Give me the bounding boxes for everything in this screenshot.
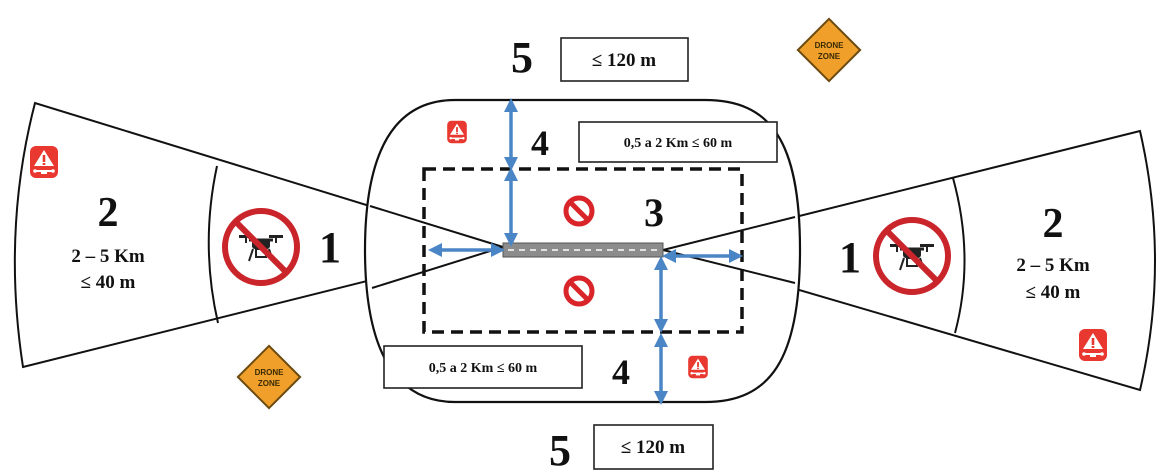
drone-zone-sign-text-2: ZONE (818, 52, 841, 61)
drone-zone-sign-icon-top: DRONE ZONE (796, 17, 862, 83)
no-drone-icon-left (225, 211, 297, 283)
drone-warning-icon-right (1078, 328, 1108, 362)
zone-5-bottom-number: 5 (549, 426, 571, 474)
zone-2-right-number: 2 (1043, 201, 1064, 247)
top-band-limit-text: 0,5 a 2 Km ≤ 60 m (624, 136, 733, 151)
distance-arrows (428, 98, 743, 405)
zone-2-left-number: 2 (98, 190, 119, 236)
drone-warning-icon-top (446, 120, 468, 144)
drone-zone-sign-text-4: ZONE (258, 379, 281, 388)
prohibited-icon-bottom (566, 278, 592, 304)
drone-zone-sign-text-1: DRONE (815, 41, 845, 50)
zone-2-right-altitude: ≤ 40 m (1026, 282, 1081, 303)
zone-3-boundary (422, 167, 744, 334)
zone-2-right-distance: 2 – 5 Km (1016, 255, 1090, 276)
zone-3-number: 3 (644, 190, 664, 235)
no-drone-icon-right (876, 220, 948, 292)
drone-zone-sign-text-3: DRONE (255, 368, 285, 377)
bottom-band-limit-text: 0,5 a 2 Km ≤ 60 m (429, 361, 538, 376)
bottom-limit-box: ≤ 120 m (593, 424, 714, 470)
zone-2-left-altitude: ≤ 40 m (81, 272, 136, 293)
zone-1-right-number: 1 (839, 233, 861, 282)
drone-warning-icon-bottom (687, 355, 709, 379)
bottom-band-limit-box: 0,5 a 2 Km ≤ 60 m (383, 345, 583, 389)
drone-warning-icon-left (29, 145, 59, 179)
drone-zone-sign-icon-bottom: DRONE ZONE (236, 344, 302, 410)
prohibited-icon-top (566, 198, 592, 224)
bottom-limit-text: ≤ 120 m (621, 437, 685, 458)
zone-1-left-number: 1 (319, 223, 341, 272)
zone-4-bottom-number: 4 (612, 352, 630, 392)
runway (502, 242, 664, 258)
zone-2-left-distance: 2 – 5 Km (71, 246, 145, 267)
top-band-limit-box: 0,5 a 2 Km ≤ 60 m (578, 121, 778, 163)
zone-4-top-number: 4 (531, 123, 549, 163)
zone-5-top-number: 5 (511, 33, 533, 82)
top-limit-text: ≤ 120 m (592, 50, 656, 71)
top-limit-box: ≤ 120 m (560, 37, 689, 82)
